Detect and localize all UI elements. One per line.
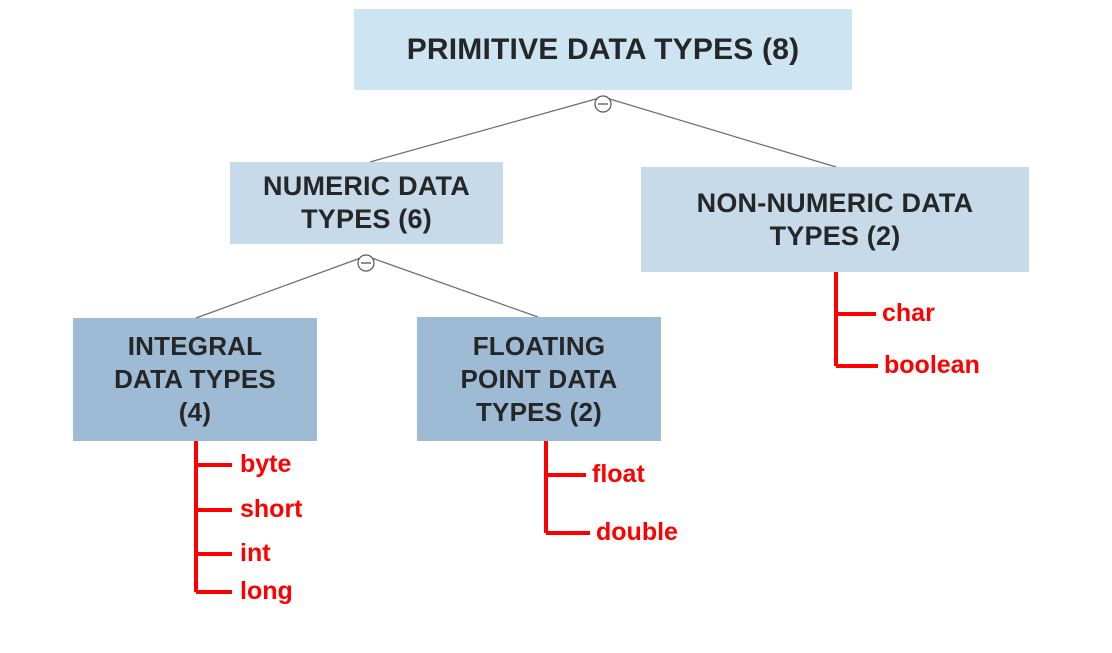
edge-numeric-to-integral (195, 255, 367, 319)
collapse-toggle-root[interactable] (594, 95, 612, 113)
node-floating-point-data-types[interactable]: FLOATING POINT DATA TYPES (2) (417, 317, 661, 441)
leaf-byte[interactable]: byte (240, 450, 292, 478)
node-integral-data-types[interactable]: INTEGRAL DATA TYPES (4) (73, 318, 317, 441)
node-numeric-data-types[interactable]: NUMERIC DATA TYPES (6) (230, 162, 503, 244)
leaf-long[interactable]: long (240, 577, 293, 605)
leaf-boolean[interactable]: boolean (884, 351, 980, 379)
node-primitive-data-types[interactable]: PRIMITIVE DATA TYPES (8) (354, 9, 852, 90)
leaf-char[interactable]: char (882, 299, 935, 327)
edge-root-to-numeric (369, 96, 604, 163)
collapse-toggle-numeric[interactable] (357, 254, 375, 272)
edge-root-to-non-numeric (602, 96, 837, 168)
leaf-short[interactable]: short (240, 495, 303, 523)
edge-numeric-to-floating (365, 255, 539, 318)
leaf-double[interactable]: double (596, 518, 678, 546)
node-non-numeric-data-types[interactable]: NON-NUMERIC DATA TYPES (2) (641, 167, 1029, 272)
leaf-int[interactable]: int (240, 539, 271, 567)
leaf-float[interactable]: float (592, 460, 645, 488)
